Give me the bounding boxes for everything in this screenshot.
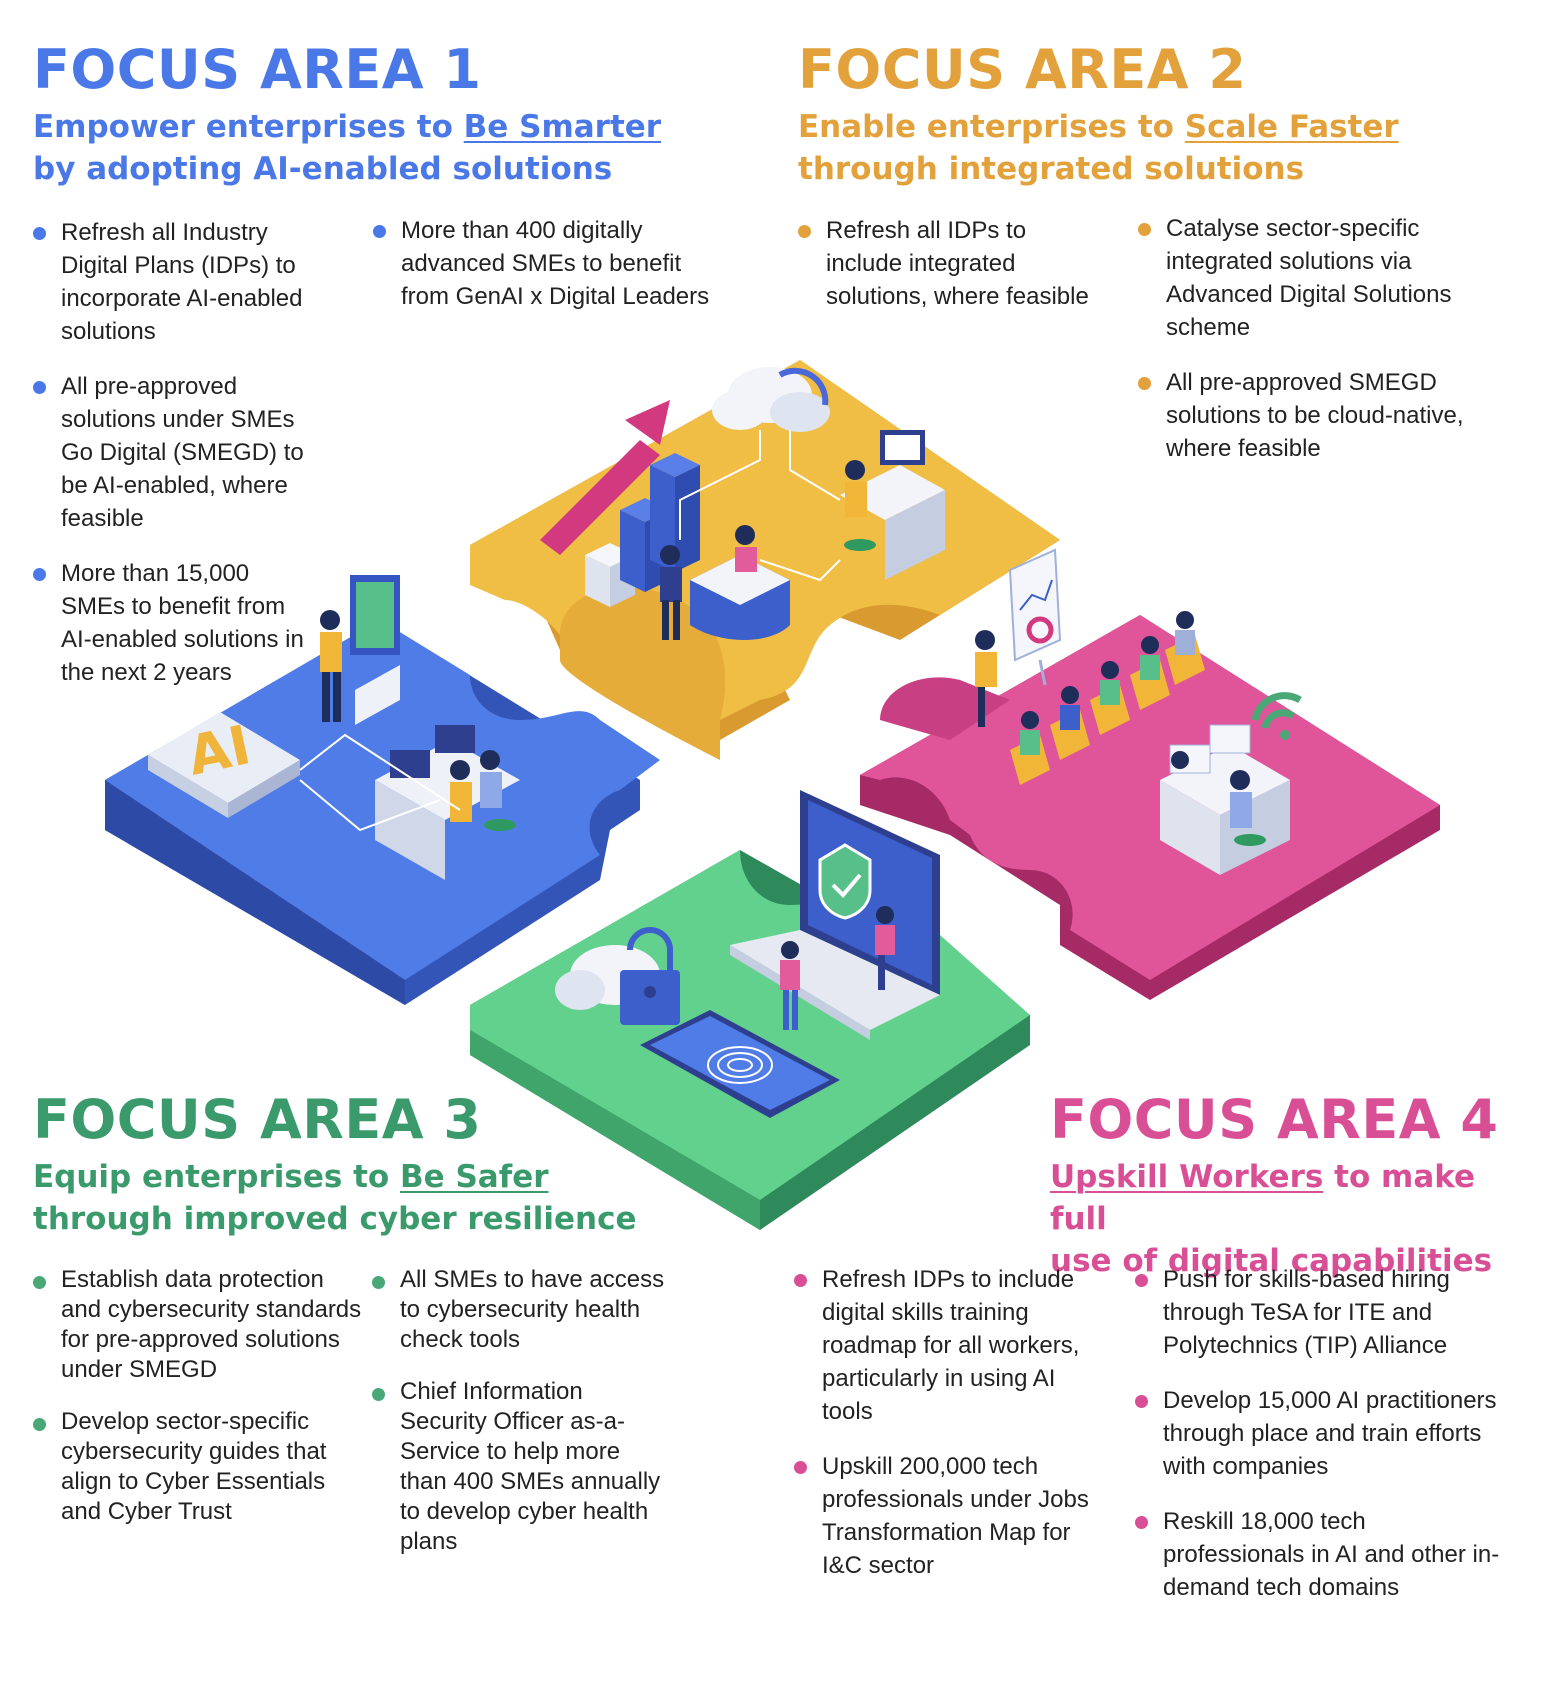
bullet-dot-icon: [1135, 1274, 1148, 1287]
subtitle-emphasis: Upskill Workers: [1050, 1159, 1324, 1195]
subtitle-text: by adopting AI-enabled solutions: [33, 151, 613, 187]
fingerprint-phone-icon: [640, 1010, 840, 1118]
list-item: More than 15,000 SMEs to benefit from AI…: [33, 557, 311, 689]
list-item: Refresh IDPs to include digital skills t…: [794, 1263, 1094, 1428]
bullet-dot-icon: [33, 381, 46, 394]
focus-area-4: FOCUS AREA 4 Upskill Workers to make ful…: [1050, 1090, 1530, 1282]
focus-area-3-subtitle: Equip enterprises to Be Safer through im…: [33, 1156, 713, 1240]
subtitle-text: Equip enterprises to: [33, 1159, 401, 1195]
focus-area-1: FOCUS AREA 1 Empower enterprises to Be S…: [33, 40, 713, 190]
list-item: Chief Information Security Officer as-a-…: [372, 1377, 672, 1557]
bullet-dot-icon: [794, 1461, 807, 1474]
subtitle-emphasis: Be Safer: [400, 1159, 549, 1195]
shield-check-icon: [818, 843, 872, 920]
reception-desk: [660, 525, 790, 640]
analyst-workstation: [840, 430, 945, 580]
wifi-icon: [1251, 692, 1302, 740]
list-item: All pre-approved solutions under SMEs Go…: [33, 370, 333, 535]
bullet-dot-icon: [373, 225, 386, 238]
desk-workers-blue: [375, 725, 520, 880]
focus-area-2-list-left: Refresh all IDPs to include integrated s…: [798, 214, 1098, 335]
focus-area-3-list-right: All SMEs to have access to cybersecurity…: [372, 1265, 672, 1579]
focus-area-2-list-right: Catalyse sector-specific integrated solu…: [1138, 212, 1478, 487]
focus-area-2-subtitle: Enable enterprises to Scale Faster throu…: [798, 106, 1498, 190]
ai-chip-icon: AI: [148, 712, 300, 818]
subtitle-text: through improved cyber resilience: [33, 1201, 637, 1237]
bullet-dot-icon: [33, 568, 46, 581]
focus-area-1-list-left: Refresh all Industry Digital Plans (IDPs…: [33, 216, 333, 711]
bullet-dot-icon: [33, 1276, 46, 1289]
bullet-dot-icon: [372, 1388, 385, 1401]
bullet-dot-icon: [372, 1276, 385, 1289]
subtitle-text: to make full: [1050, 1159, 1476, 1237]
list-item: Reskill 18,000 tech professionals in AI …: [1135, 1505, 1505, 1604]
ai-chip-label: AI: [182, 713, 256, 787]
presentation-board-icon: [975, 548, 1062, 727]
pink-workstation: [1160, 724, 1290, 875]
focus-area-1-title: FOCUS AREA 1: [33, 38, 482, 101]
bullet-dot-icon: [33, 227, 46, 240]
bullet-dot-icon: [1138, 223, 1151, 236]
focus-area-1-subtitle: Empower enterprises to Be Smarter by ado…: [33, 106, 713, 190]
cloud-icon: [712, 367, 830, 432]
focus-area-2: FOCUS AREA 2 Enable enterprises to Scale…: [798, 40, 1498, 190]
focus-area-3: FOCUS AREA 3 Equip enterprises to Be Saf…: [33, 1090, 713, 1240]
list-item: Develop sector-specific cybersecurity gu…: [33, 1407, 363, 1527]
list-item: Refresh all IDPs to include integrated s…: [798, 214, 1098, 313]
bullet-dot-icon: [1138, 377, 1151, 390]
focus-area-3-title: FOCUS AREA 3: [33, 1088, 482, 1151]
focus-area-4-title: FOCUS AREA 4: [1050, 1088, 1499, 1151]
list-item: Push for skills-based hiring through TeS…: [1135, 1263, 1505, 1362]
bullet-dot-icon: [1135, 1516, 1148, 1529]
focus-area-1-list-right: More than 400 digitally advanced SMEs to…: [373, 214, 713, 335]
list-item: Refresh all Industry Digital Plans (IDPs…: [33, 216, 333, 348]
list-item: All SMEs to have access to cybersecurity…: [372, 1265, 672, 1355]
focus-area-4-list-right: Push for skills-based hiring through TeS…: [1135, 1263, 1505, 1626]
kiosk-icon: [320, 575, 400, 725]
list-item: Develop 15,000 AI practitioners through …: [1135, 1384, 1505, 1483]
meeting-chairs: [1010, 611, 1205, 785]
focus-area-4-subtitle: Upskill Workers to make full use of digi…: [1050, 1156, 1530, 1282]
subtitle-text: through integrated solutions: [798, 151, 1305, 187]
growth-arrow-icon: [540, 400, 670, 555]
subtitle-text: use of digital capabilities: [1050, 1243, 1493, 1279]
pink-puzzle-piece: [860, 615, 1440, 1000]
bullet-dot-icon: [794, 1274, 807, 1287]
focus-area-4-list-left: Refresh IDPs to include digital skills t…: [794, 1263, 1094, 1604]
people-green: [780, 906, 895, 1030]
list-item: Establish data protection and cybersecur…: [33, 1265, 363, 1385]
focus-area-2-title: FOCUS AREA 2: [798, 38, 1247, 101]
list-item: Upskill 200,000 tech professionals under…: [794, 1450, 1094, 1582]
bullet-dot-icon: [33, 1418, 46, 1431]
subtitle-text: Enable enterprises to: [798, 109, 1185, 145]
subtitle-emphasis: Be Smarter: [463, 109, 662, 145]
list-item: More than 400 digitally advanced SMEs to…: [373, 214, 713, 313]
focus-area-3-list-left: Establish data protection and cybersecur…: [33, 1265, 363, 1549]
list-item: Catalyse sector-specific integrated solu…: [1138, 212, 1478, 344]
bullet-dot-icon: [1135, 1395, 1148, 1408]
bullet-dot-icon: [798, 225, 811, 238]
subtitle-emphasis: Scale Faster: [1184, 109, 1399, 145]
list-item: All pre-approved SMEGD solutions to be c…: [1138, 366, 1478, 465]
padlock-cloud-icon: [555, 927, 680, 1025]
subtitle-text: Empower enterprises to: [33, 109, 464, 145]
